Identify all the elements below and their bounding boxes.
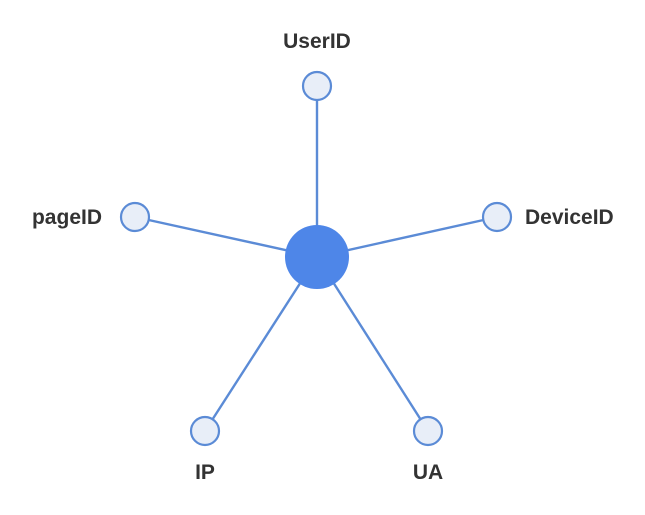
node-ip (189, 415, 221, 447)
label-ip: IP (195, 461, 215, 484)
node-userid (301, 70, 333, 102)
node-pageid (119, 201, 151, 233)
hub-node (285, 225, 349, 289)
label-userid: UserID (283, 30, 351, 53)
label-pageid: pageID (32, 206, 102, 229)
edge-ua (315, 256, 430, 432)
edge-ip (203, 256, 319, 432)
label-deviceid: DeviceID (525, 206, 614, 229)
label-ua: UA (413, 461, 443, 484)
leaf-nodes (119, 70, 513, 447)
node-deviceid (481, 201, 513, 233)
node-ua (412, 415, 444, 447)
labels: UserID DeviceID UA IP pageID (32, 30, 614, 484)
